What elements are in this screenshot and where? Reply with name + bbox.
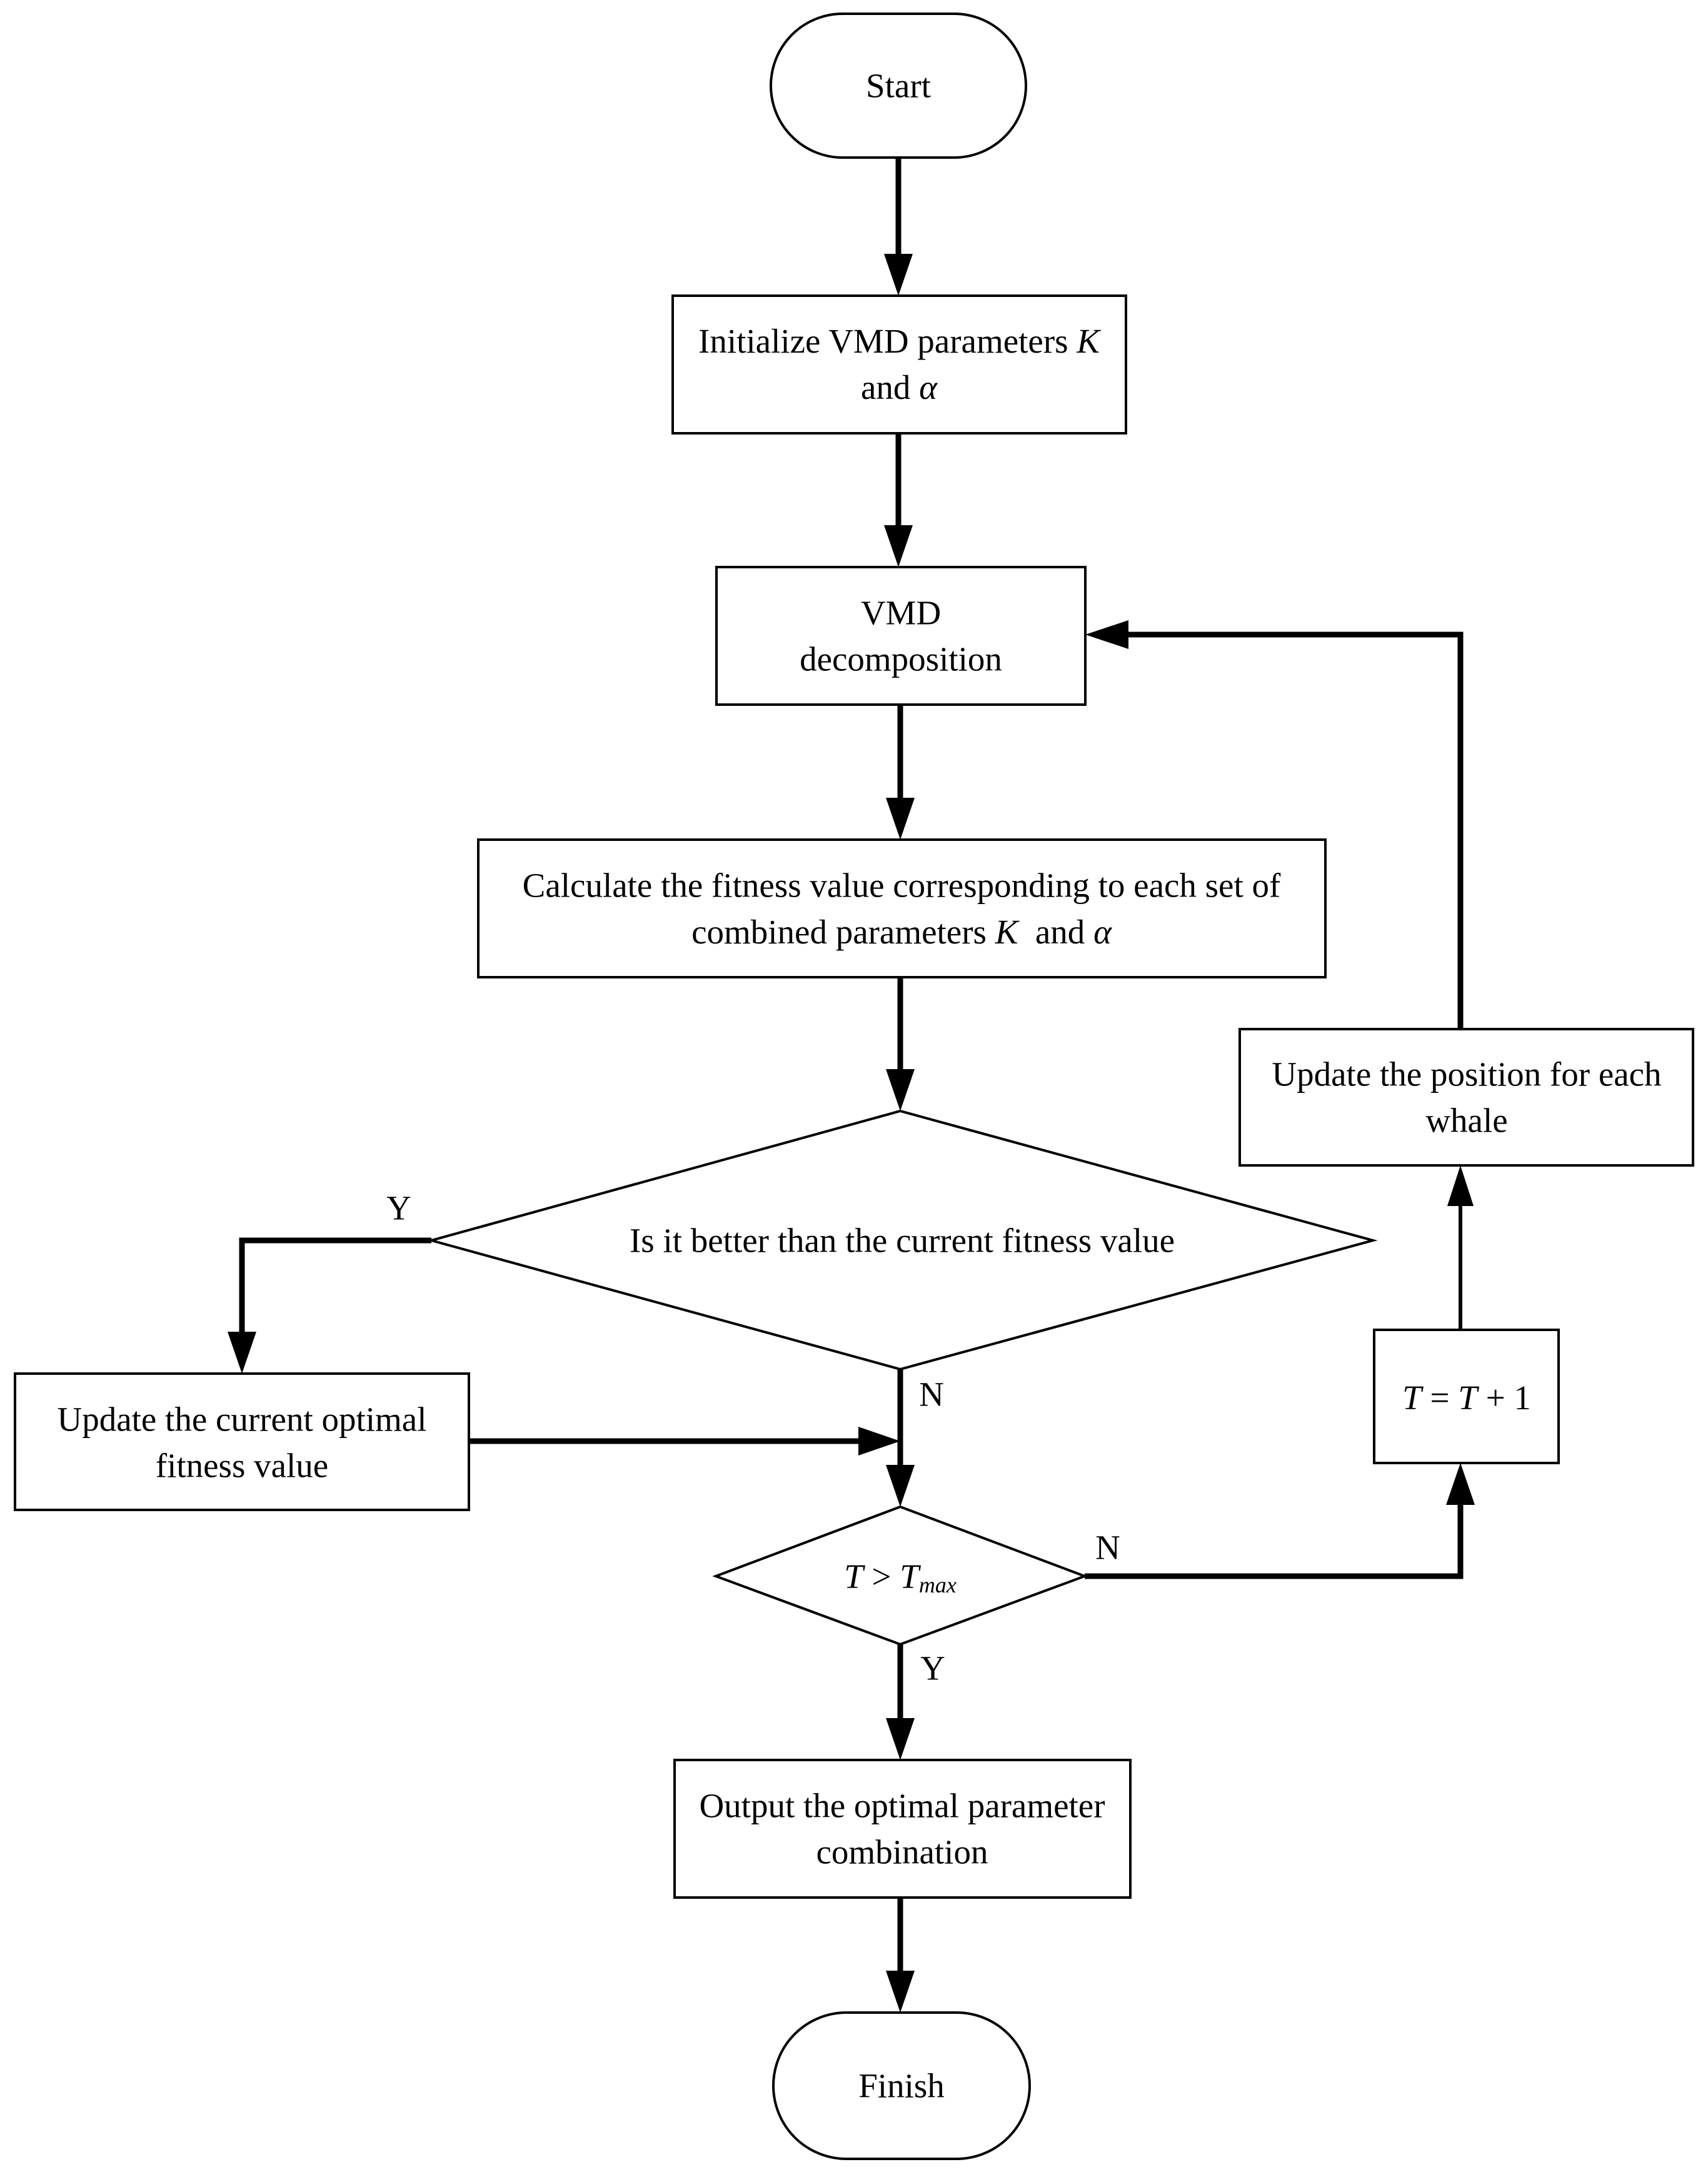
calculate-line2: combined parameters K and α <box>691 913 1112 951</box>
initialize-line2: and α <box>861 368 938 406</box>
vmd-line1: VMD <box>861 594 941 632</box>
arrow-better-yes-to-update <box>228 1237 431 1374</box>
finish-node: Finish <box>772 2011 1031 2160</box>
update-position-node: Update the position for each whale <box>1238 1028 1694 1167</box>
arrow-increment-to-position <box>1447 1165 1474 1330</box>
initialize-node: Initialize VMD parameters K and α <box>671 294 1127 435</box>
calculate-fitness-node: Calculate the fitness value correspondin… <box>477 838 1327 978</box>
check-no-label: N <box>1095 1529 1120 1567</box>
vmd-line2: decomposition <box>800 640 1002 678</box>
update-position-line2: whale <box>1425 1102 1507 1140</box>
iteration-check-node: T > Tmax <box>712 1505 1088 1646</box>
output-node: Output the optimal parameter combination <box>673 1759 1132 1899</box>
better-decision-label: Is it better than the current fitness va… <box>630 1222 1175 1260</box>
check-yes-label: Y <box>920 1649 945 1687</box>
increment-node: T = T + 1 <box>1373 1329 1560 1464</box>
arrow-check-yes-to-output <box>886 1644 915 1760</box>
initialize-line1: Initialize VMD parameters K <box>698 322 1102 360</box>
start-label: Start <box>866 67 931 105</box>
arrow-vmd-to-calc <box>886 705 915 840</box>
iteration-check-label: T > Tmax <box>844 1557 957 1598</box>
update-optimal-node: Update the current optimal fitness value <box>14 1372 470 1511</box>
arrow-calc-to-better <box>886 977 915 1111</box>
better-yes-label: Y <box>386 1189 411 1227</box>
update-optimal-line1: Update the current optimal <box>57 1400 426 1439</box>
arrow-position-to-vmd <box>1085 620 1464 1029</box>
calculate-line1: Calculate the fitness value correspondin… <box>523 867 1281 905</box>
start-node: Start <box>770 13 1027 159</box>
vmd-decomposition-node: VMD decomposition <box>715 566 1087 706</box>
increment-label: T = T + 1 <box>1402 1379 1531 1417</box>
output-line2: combination <box>816 1833 988 1871</box>
update-position-line1: Update the position for each <box>1272 1055 1661 1094</box>
output-line1: Output the optimal parameter <box>699 1787 1105 1825</box>
arrow-check-no-to-increment <box>1085 1463 1475 1579</box>
finish-label: Finish <box>858 2067 945 2105</box>
arrow-better-no-to-check <box>886 1369 915 1507</box>
update-optimal-line2: fitness value <box>156 1447 328 1485</box>
better-decision-node: Is it better than the current fitness va… <box>426 1109 1378 1371</box>
better-no-label: N <box>919 1375 944 1414</box>
arrow-update-to-merge <box>469 1427 900 1456</box>
arrow-output-to-finish <box>886 1898 915 2013</box>
arrow-start-to-init <box>884 158 913 296</box>
arrow-init-to-vmd <box>884 433 913 567</box>
